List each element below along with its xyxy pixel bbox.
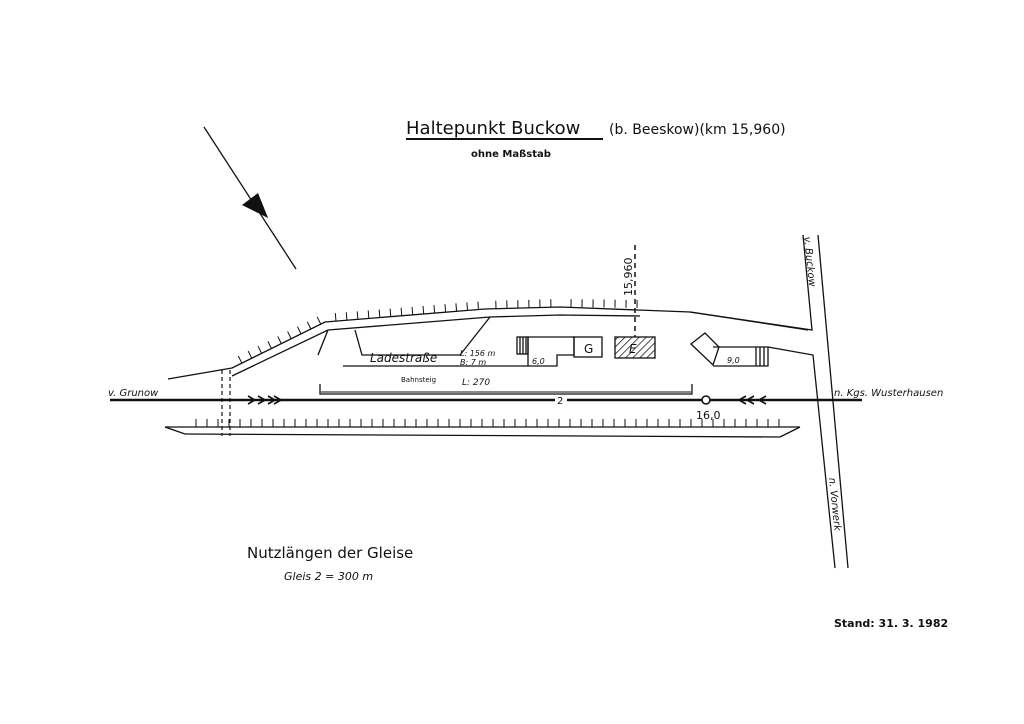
platform-length: L: 270 <box>462 378 490 388</box>
embankment-tick <box>237 355 243 364</box>
height-right: 9,0 <box>727 356 740 365</box>
loading-road-width: B: 7 m <box>460 358 486 367</box>
embankment-tick <box>297 326 302 335</box>
embankment-tick <box>356 311 359 320</box>
embankment-tick <box>422 305 425 315</box>
embankment-tick <box>287 331 292 339</box>
embankment-tick <box>455 303 458 312</box>
lower-embankment <box>164 419 801 438</box>
from-west-label: v. Grunow <box>108 388 159 399</box>
height-left: 6,0 <box>532 357 545 366</box>
embankment-tick <box>389 308 392 317</box>
embankment-tick <box>306 321 312 330</box>
upper-embankment <box>167 299 809 380</box>
embankment-tick <box>267 341 272 349</box>
km-mark-label: 15,960 <box>622 258 635 297</box>
usable-lengths-heading: Nutzlängen der Gleise <box>247 544 413 562</box>
embankment-tick <box>345 312 348 321</box>
signal-icon <box>701 395 711 405</box>
road <box>689 234 849 569</box>
usable-length-track-2: Gleis 2 = 300 m <box>284 570 373 583</box>
to-east-label: n. Kgs. Wusterhausen <box>834 388 943 399</box>
platform <box>319 384 693 395</box>
embankment-tick <box>477 301 479 310</box>
status-date: Stand: 31. 3. 1982 <box>834 617 948 630</box>
scale-note: ohne Maßstab <box>471 149 551 160</box>
level-crossing <box>221 370 231 436</box>
title-main: Haltepunkt Buckow <box>406 118 580 139</box>
road-north-label: v. Buckow <box>801 236 817 288</box>
embankment-tick <box>444 304 447 313</box>
embankment-tick <box>277 336 282 344</box>
embankment-tick <box>433 305 436 314</box>
loading-road-label: Ladestraße <box>370 351 437 365</box>
embankment-tick <box>334 313 337 322</box>
building-g-label: G <box>584 342 593 356</box>
building-e-label: E <box>629 342 637 356</box>
embankment-tick <box>400 307 403 316</box>
north-arrow-icon <box>203 126 297 270</box>
platform-label: Bahnsteig <box>401 376 436 384</box>
embankment-tick <box>367 310 370 319</box>
embankment-tick <box>257 345 263 354</box>
track-number: 2 <box>557 396 563 407</box>
title-sub: (b. Beeskow)(km 15,960) <box>609 122 786 138</box>
signal-km: 16,0 <box>696 409 721 422</box>
direction-arrows-west-icon <box>737 395 767 405</box>
direction-arrows-east-icon <box>247 395 283 405</box>
goods-building <box>516 336 603 367</box>
embankment-tick <box>466 302 469 311</box>
embankment-tick <box>378 309 381 318</box>
embankment-tick <box>411 306 414 315</box>
embankment-tick <box>316 316 322 325</box>
loading-road-length: L: 156 m <box>460 349 496 358</box>
embankment-tick <box>247 350 253 359</box>
